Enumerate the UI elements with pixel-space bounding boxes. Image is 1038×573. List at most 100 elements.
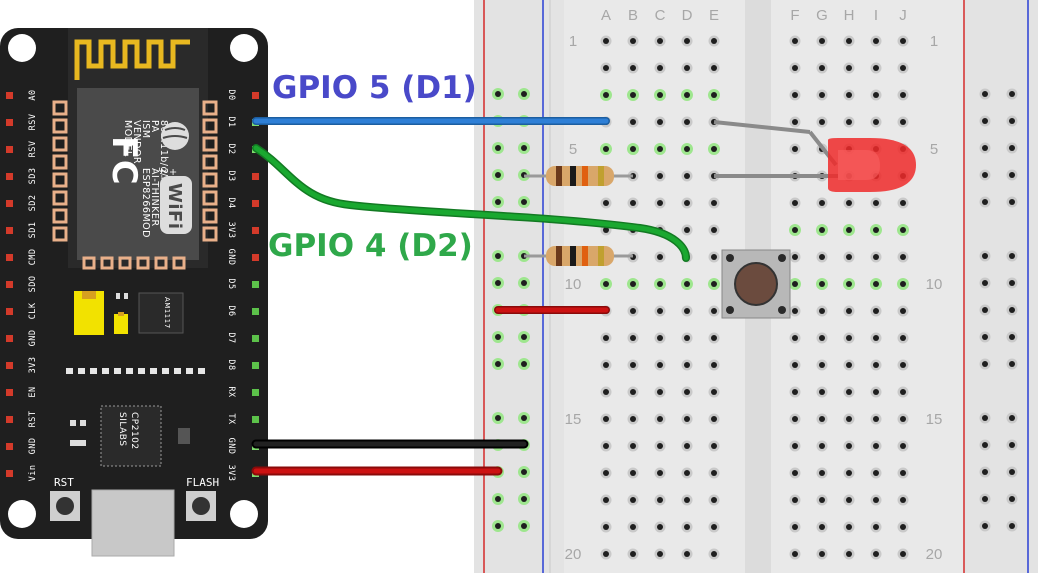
breadboard-hole-center bbox=[873, 443, 879, 449]
breadboard-hole-center bbox=[630, 38, 636, 44]
breadboard-hole-center bbox=[711, 470, 717, 476]
resistor-band bbox=[570, 166, 576, 186]
left-pin-pad bbox=[6, 173, 13, 180]
breadboard-hole-center bbox=[603, 65, 609, 71]
breadboard-hole-center bbox=[603, 335, 609, 341]
rail-hole-center bbox=[521, 199, 527, 205]
rail-hole-center bbox=[982, 442, 988, 448]
breadboard-hole-center bbox=[711, 227, 717, 233]
breadboard-hole-center bbox=[792, 389, 798, 395]
smd-resistor bbox=[162, 368, 169, 374]
breadboard-hole-center bbox=[603, 470, 609, 476]
wires bbox=[251, 117, 690, 476]
nodemcu-board: A0RSVRSVSD3SD2SD1CMDSDOCLKGND3V3ENRSTGND… bbox=[0, 28, 268, 557]
rail-hole-center bbox=[1009, 91, 1015, 97]
usb-uart-chip bbox=[100, 405, 162, 467]
row-number-right: 20 bbox=[926, 546, 943, 563]
breadboard-hole-center bbox=[900, 65, 906, 71]
breadboard-hole-center bbox=[900, 38, 906, 44]
breadboard-hole-center bbox=[657, 524, 663, 530]
breadboard-hole-center bbox=[900, 551, 906, 557]
rail-hole-center bbox=[521, 280, 527, 286]
rail-hole-center bbox=[982, 307, 988, 313]
rail-hole-center bbox=[1009, 145, 1015, 151]
breadboard-hole-center bbox=[792, 335, 798, 341]
breadboard-hole-center bbox=[792, 227, 798, 233]
breadboard-hole-center bbox=[603, 497, 609, 503]
esp-pad bbox=[52, 208, 68, 224]
breadboard-hole-center bbox=[819, 362, 825, 368]
right-pin-label: 3V3 bbox=[226, 222, 236, 239]
breadboard-hole-center bbox=[657, 119, 663, 125]
breadboard-hole-center bbox=[684, 308, 690, 314]
left-pin-label: CLK bbox=[28, 302, 38, 319]
esp-pad bbox=[172, 256, 186, 270]
breadboard-hole-center bbox=[657, 200, 663, 206]
rail-hole-center bbox=[982, 523, 988, 529]
breadboard-hole-center bbox=[819, 389, 825, 395]
breadboard-hole-center bbox=[792, 65, 798, 71]
breadboard-hole-center bbox=[846, 119, 852, 125]
breadboard-hole-center bbox=[711, 443, 717, 449]
rail-hole-center bbox=[521, 334, 527, 340]
module-spec-label: ISM bbox=[140, 120, 151, 139]
breadboard-hole-center bbox=[711, 281, 717, 287]
capacitor-icon bbox=[114, 314, 128, 334]
breadboard-hole-center bbox=[657, 38, 663, 44]
fc-logo: FC bbox=[104, 136, 144, 185]
breadboard-hole-center bbox=[900, 227, 906, 233]
resistor-band bbox=[598, 166, 604, 186]
breadboard-hole-center bbox=[873, 281, 879, 287]
breadboard-hole-center bbox=[900, 443, 906, 449]
rail-hole-center bbox=[1009, 442, 1015, 448]
red-led bbox=[713, 120, 916, 192]
left-pin-label: SD3 bbox=[28, 168, 38, 185]
breadboard-hole-center bbox=[657, 443, 663, 449]
flash-label: FLASH bbox=[186, 476, 219, 489]
breadboard-hole-center bbox=[846, 254, 852, 260]
resistor-band bbox=[570, 246, 576, 266]
left-pin-pad bbox=[6, 416, 13, 423]
left-pin-pad bbox=[6, 200, 13, 207]
breadboard-hole-center bbox=[873, 524, 879, 530]
rail-hole-center bbox=[495, 496, 501, 502]
breadboard-hole-center bbox=[873, 362, 879, 368]
breadboard-hole-center bbox=[684, 38, 690, 44]
left-pin-label: 3V3 bbox=[28, 357, 38, 374]
rail-hole-center bbox=[521, 523, 527, 529]
breadboard-hole-center bbox=[819, 200, 825, 206]
right-pin-label: 3V3 bbox=[226, 465, 236, 482]
chip-label-silabs: SILABS bbox=[117, 412, 127, 446]
breadboard-hole-center bbox=[900, 335, 906, 341]
resistor-band bbox=[556, 246, 562, 266]
breadboard-hole-center bbox=[603, 524, 609, 530]
breadboard-hole-center bbox=[873, 227, 879, 233]
rail-hole-center bbox=[982, 469, 988, 475]
right-pin-label: D6 bbox=[226, 305, 236, 316]
breadboard-hole-center bbox=[711, 38, 717, 44]
gpio5-label: GPIO 5 (D1) bbox=[272, 70, 477, 106]
breadboard-hole-center bbox=[603, 443, 609, 449]
esp-pad bbox=[52, 172, 68, 188]
breadboard-hole-center bbox=[900, 524, 906, 530]
esp-pad bbox=[202, 172, 218, 188]
smd-resistor bbox=[90, 368, 97, 374]
breadboard-hole-center bbox=[684, 65, 690, 71]
row-number-left: 1 bbox=[569, 33, 577, 50]
breadboard-hole-center bbox=[900, 200, 906, 206]
rail-hole-center bbox=[521, 496, 527, 502]
breadboard-hole-center bbox=[684, 443, 690, 449]
breadboard-hole-center bbox=[900, 308, 906, 314]
push-button[interactable] bbox=[721, 249, 791, 319]
breadboard-hole-center bbox=[792, 281, 798, 287]
esp-pad bbox=[52, 154, 68, 170]
right-pin-label: D8 bbox=[226, 359, 236, 370]
resistor-button bbox=[524, 246, 633, 266]
left-pin-label: CMD bbox=[28, 249, 38, 266]
breadboard-hole-center bbox=[792, 308, 798, 314]
left-pin-header: A0RSVRSVSD3SD2SD1CMDSDOCLKGND3V3ENRSTGND… bbox=[6, 89, 38, 481]
right-pin-label: D2 bbox=[226, 143, 236, 154]
breadboard-hole-center bbox=[819, 524, 825, 530]
breadboard-hole-center bbox=[711, 92, 717, 98]
chip-label-cp2102: CP2102 bbox=[129, 412, 139, 450]
